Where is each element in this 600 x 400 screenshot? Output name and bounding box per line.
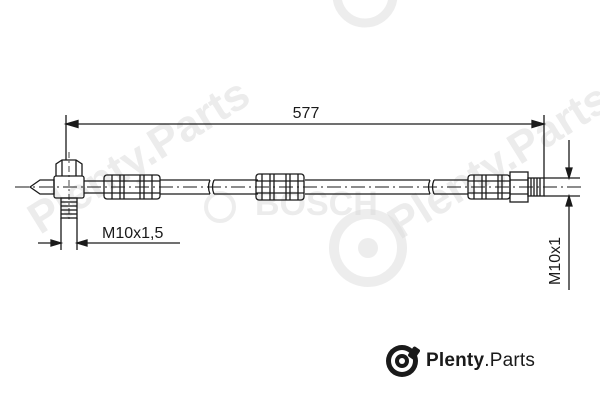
plenty-parts-logo: Plenty.Parts (384, 343, 535, 379)
brand-name: Plenty.Parts (426, 350, 535, 372)
thread-right-label: M10x1 (547, 237, 564, 285)
watermark-disc-icon-small (204, 191, 236, 223)
brake-disc-icon (386, 345, 420, 377)
left-banjo-fitting (28, 152, 104, 220)
thread-dimension-left (38, 218, 180, 250)
watermark-disc-icon (329, 209, 407, 287)
brand-name-strong: Plenty (426, 350, 485, 371)
hose-body (160, 179, 468, 195)
middle-sleeve (255, 173, 305, 201)
left-crimp-sleeve (103, 174, 161, 200)
watermark-text-left: Plenty.Parts (19, 69, 258, 244)
thread-left-label: M10x1,5 (102, 225, 163, 242)
watermark-text-right: Plenty.Parts (379, 74, 600, 249)
right-crimp-sleeve (467, 174, 511, 200)
brand-name-suffix: .Parts (484, 350, 536, 371)
thread-dimension-right (544, 140, 580, 290)
watermark-disc-icon-top (332, 0, 398, 28)
right-male-fitting (509, 171, 545, 203)
length-dimension (63, 115, 547, 178)
length-dimension-label: 577 (293, 105, 320, 122)
